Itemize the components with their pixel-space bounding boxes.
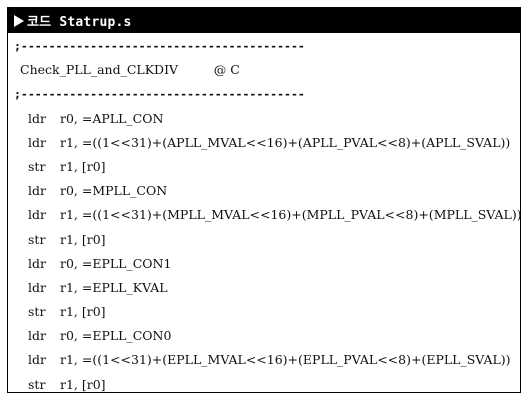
code-operands: r0, =EPLL_CON1: [60, 255, 172, 271]
comment-separator-top: ;---------------------------------------…: [14, 39, 305, 53]
code-line: ldr r1, =EPLL_KVAL: [8, 276, 520, 300]
code-opcode: ldr: [28, 279, 46, 295]
code-body: ;---------------------------------------…: [8, 33, 522, 392]
listing-title: 코드 Statrup.s: [27, 15, 132, 30]
code-line: ldr r0, =MPLL_CON: [8, 179, 520, 203]
code-opcode: str: [28, 158, 46, 174]
code-operands: r1, [r0]: [60, 231, 106, 247]
code-operands: r1, [r0]: [60, 304, 106, 320]
code-line: str r1, [r0]: [8, 373, 520, 397]
code-opcode: str: [28, 304, 46, 320]
code-operands: r1, =((1<<31)+(APLL_MVAL<<16)+(APLL_PVAL…: [60, 134, 511, 150]
code-label-line: Check_PLL_and_CLKDIV @ C: [20, 62, 240, 78]
code-opcode: ldr: [28, 207, 46, 223]
code-line: ldr r0, =APLL_CON: [8, 107, 520, 131]
code-operands: r1, [r0]: [60, 376, 106, 392]
code-operands: r1, [r0]: [60, 158, 106, 174]
code-opcode: ldr: [28, 134, 46, 150]
code-operands: r0, =MPLL_CON: [60, 183, 168, 199]
code-line: ldr r0, =EPLL_CON0: [8, 324, 520, 348]
listing-title-bar: 코드 Statrup.s: [8, 8, 520, 33]
code-operands: r0, =EPLL_CON0: [60, 328, 172, 344]
code-line: ldr r1, =((1<<31)+(MPLL_MVAL<<16)+(MPLL_P…: [8, 203, 522, 227]
code-opcode: str: [28, 376, 46, 392]
code-listing-box: 코드 Statrup.s ;--------------------------…: [7, 7, 522, 393]
code-line: ldr r1, =((1<<31)+(EPLL_MVAL<<16)+(EPLL_P…: [8, 348, 520, 372]
comment-separator-bottom: ;---------------------------------------…: [14, 87, 305, 102]
code-line: ldr r0, =EPLL_CON1: [8, 252, 520, 276]
code-operands: r1, =((1<<31)+(MPLL_MVAL<<16)+(MPLL_PVAL…: [60, 207, 522, 223]
code-opcode: str: [28, 231, 46, 247]
code-opcode: ldr: [28, 110, 46, 126]
code-opcode: ldr: [28, 328, 46, 344]
code-opcode: ldr: [28, 352, 46, 368]
code-operands: r0, =APLL_CON: [60, 110, 164, 126]
code-line: str r1, [r0]: [8, 300, 520, 324]
triangle-right-icon: [14, 14, 24, 27]
code-operands: r1, =EPLL_KVAL: [60, 279, 168, 295]
code-operands: r1, =((1<<31)+(EPLL_MVAL<<16)+(EPLL_PVAL…: [60, 352, 511, 368]
code-opcode: ldr: [28, 255, 46, 271]
code-line: str r1, [r0]: [8, 155, 520, 179]
code-line: ldr r1, =((1<<31)+(APLL_MVAL<<16)+(APLL_P…: [8, 131, 520, 155]
code-opcode: ldr: [28, 183, 46, 199]
code-line: str r1, [r0]: [8, 228, 520, 252]
